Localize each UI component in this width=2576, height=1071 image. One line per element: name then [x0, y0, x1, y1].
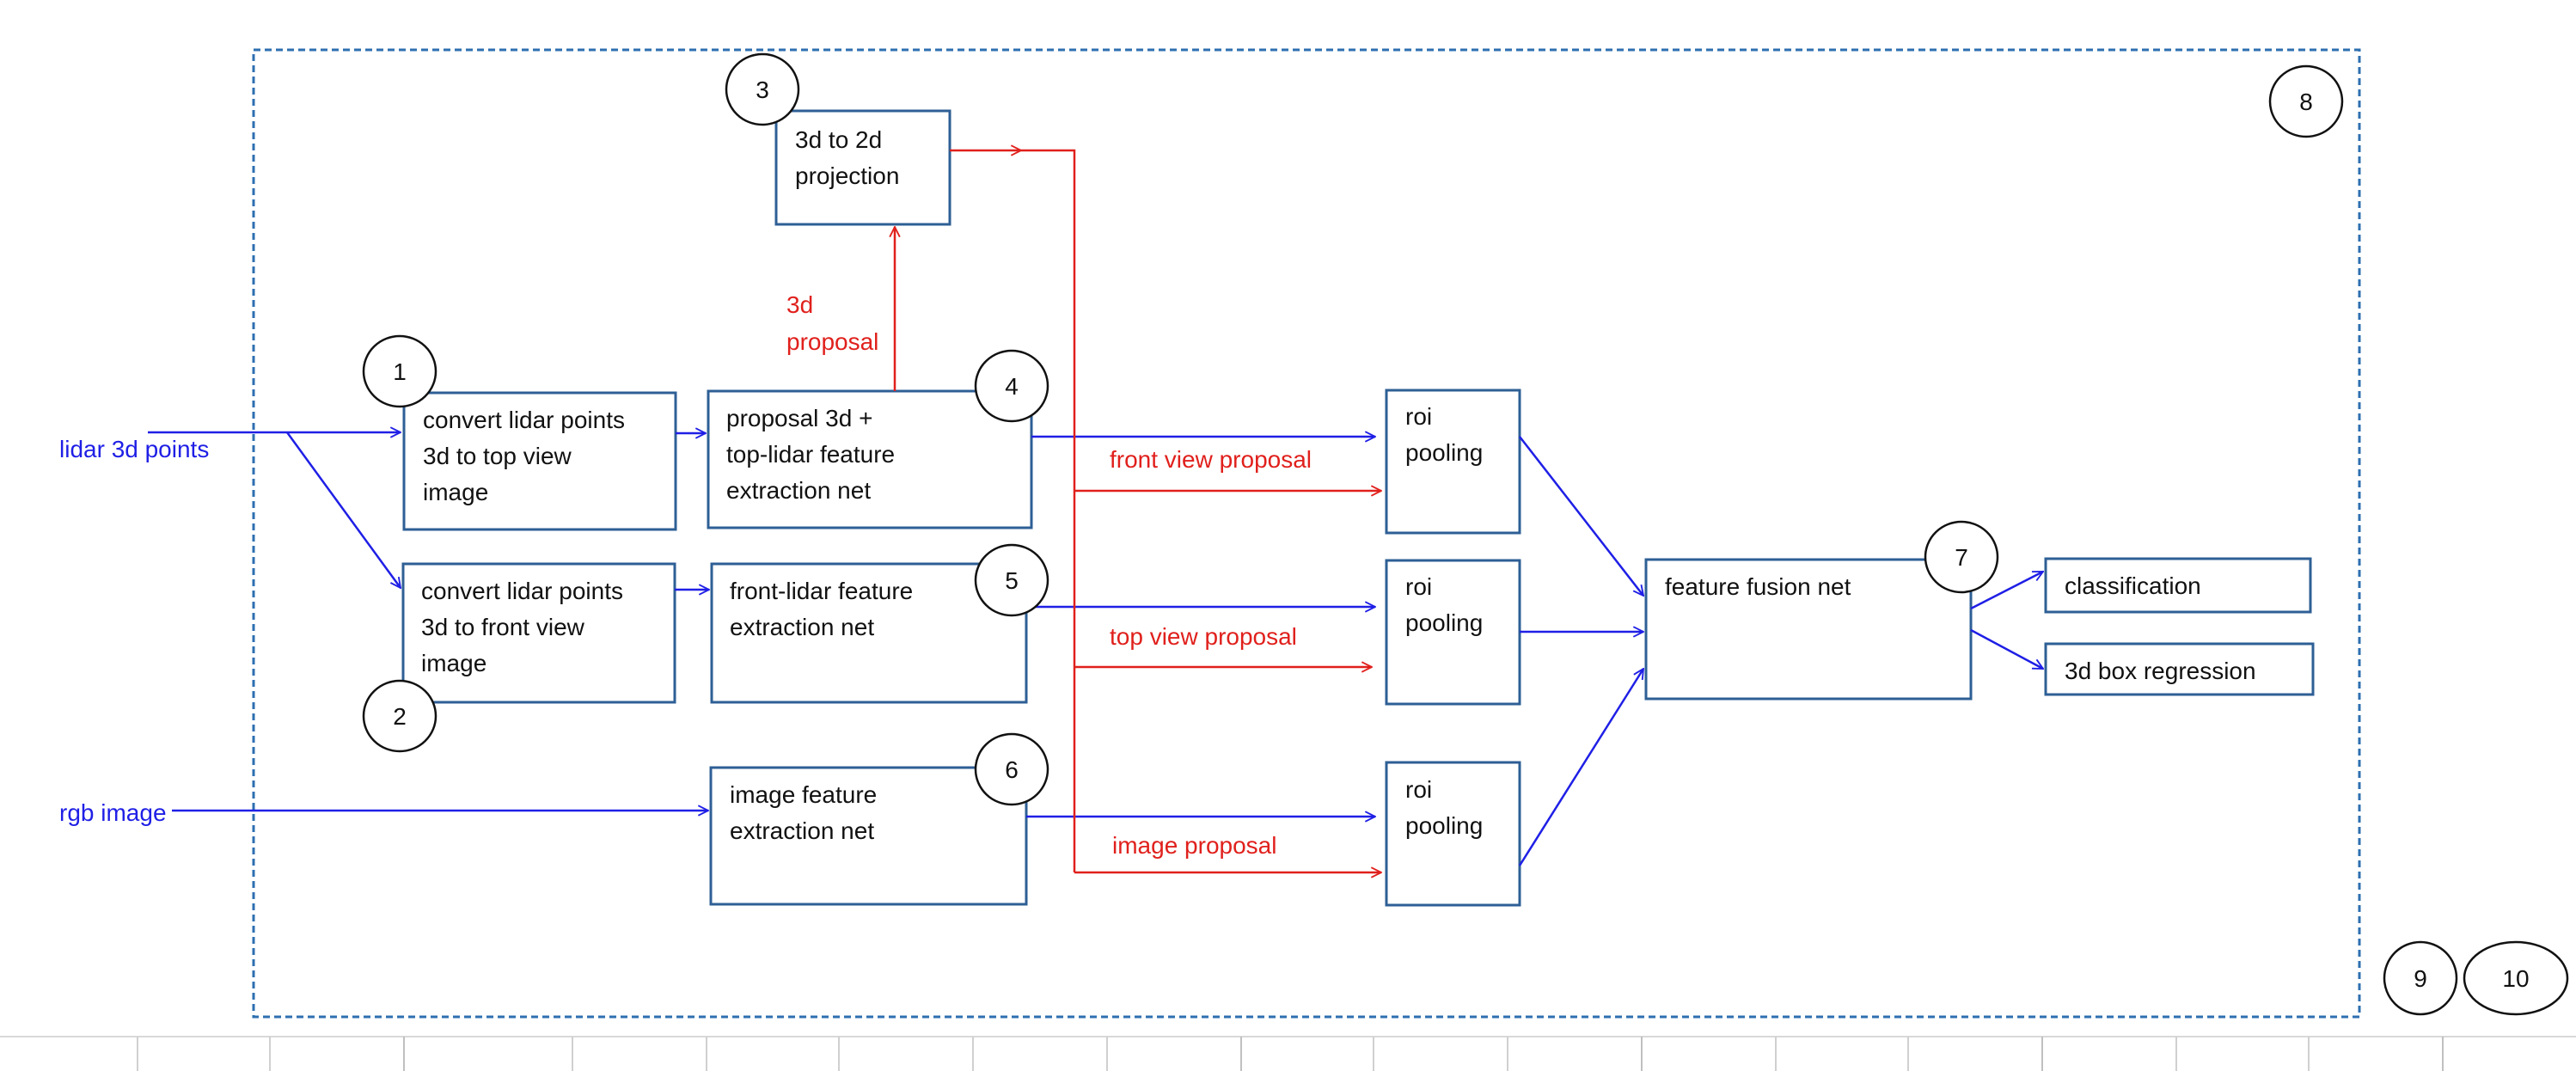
svg-text:proposal 3d + top-lidar: proposal 3d + top-lidar feature extracti…: [726, 405, 902, 504]
svg-text:convert lidar points 3d: convert lidar points 3d to front view im…: [421, 578, 630, 676]
box-top-view-line-1: convert lidar points: [423, 407, 625, 433]
projection-distribution-bus: [1021, 149, 1076, 872]
box-classification: classification: [2044, 557, 2312, 614]
box-fusion-line-1: feature fusion net: [1665, 573, 1851, 600]
arrow-lidar-to-front-view: [285, 431, 401, 588]
box-roi-pooling-1: roi pooling: [1385, 389, 1521, 535]
step-marker-6-number: 6: [1005, 756, 1019, 783]
proposal-3d-label: 3d proposal: [786, 291, 878, 355]
box-roi-pooling-3: roi pooling: [1385, 761, 1521, 907]
step-marker-5: 5: [974, 543, 1049, 617]
svg-text:roi pooling: roi pooling: [1405, 776, 1483, 839]
step-marker-7-number: 7: [1955, 544, 1968, 571]
step-marker-3: 3: [725, 52, 800, 126]
svg-text:3d box regression: 3d box regression: [2065, 658, 2256, 684]
box-roi3-line-2: pooling: [1405, 812, 1483, 839]
step-marker-4-number: 4: [1005, 373, 1019, 400]
step-marker-6: 6: [974, 732, 1049, 806]
box-roi1-line-2: pooling: [1405, 439, 1483, 466]
step-marker-2: 2: [362, 679, 437, 753]
input-rgb-label: rgb image: [59, 799, 167, 826]
proposal-3d-label-line-1: 3d: [786, 291, 813, 318]
box-proposal-line-1: proposal 3d +: [726, 405, 872, 431]
box-feature-fusion-net: feature fusion net: [1644, 558, 1973, 701]
blue-data-flows: [148, 432, 2043, 866]
step-marker-10-number: 10: [2502, 965, 2529, 992]
front-view-proposal-label: front view proposal: [1110, 446, 1312, 473]
proposal-3d-label-line-2: proposal: [786, 328, 878, 355]
svg-text:3d to 2d projection: 3d to 2d projection: [795, 126, 899, 189]
svg-text:roi pooling: roi pooling: [1405, 403, 1483, 466]
box-top-view-line-2: 3d to top view: [423, 443, 572, 469]
box-front-view-line-1: convert lidar points: [421, 578, 623, 604]
box-3d-box-regression: 3d box regression: [2044, 642, 2315, 696]
svg-text:classification: classification: [2065, 572, 2201, 599]
step-marker-2-number: 2: [393, 703, 407, 730]
step-marker-4: 4: [974, 349, 1049, 423]
step-marker-5-number: 5: [1005, 567, 1019, 594]
box-proposal-line-2: top-lidar feature: [726, 441, 895, 468]
top-view-proposal-label: top view proposal: [1110, 623, 1297, 650]
box-top-view-conversion: convert lidar points 3d to top view imag…: [402, 391, 677, 531]
arrow-fusion-to-regression: [1970, 628, 2043, 670]
box-classification-line-1: classification: [2065, 572, 2201, 599]
box-front-lidar-net: front-lidar feature extraction net: [710, 562, 1028, 704]
box-roi2-line-2: pooling: [1405, 609, 1483, 636]
box-proposal-net: proposal 3d + top-lidar feature extracti…: [707, 389, 1033, 529]
arrow-roi1-to-fusion: [1519, 436, 1643, 596]
image-proposal-label: image proposal: [1112, 832, 1276, 859]
box-front-lidar-line-1: front-lidar feature: [730, 578, 913, 604]
svg-text:front-lidar feature extr: front-lidar feature extraction net: [730, 578, 920, 640]
step-marker-8: 8: [2268, 64, 2344, 138]
box-roi2-line-1: roi: [1405, 573, 1432, 600]
arrow-fusion-to-classification: [1970, 570, 2043, 610]
box-roi-pooling-2: roi pooling: [1385, 559, 1521, 706]
box-roi3-line-1: roi: [1405, 776, 1432, 803]
red-proposal-flows: [895, 150, 1381, 872]
box-image-feature-line-2: extraction net: [730, 817, 874, 844]
box-proposal-line-3: extraction net: [726, 477, 871, 504]
box-projection-line-2: projection: [795, 162, 899, 189]
svg-text:image feature extraction: image feature extraction net: [730, 781, 884, 844]
box-front-view-conversion: convert lidar points 3d to front view im…: [401, 562, 676, 704]
box-top-view-line-3: image: [423, 479, 488, 505]
system-boundary-frame: [252, 48, 2361, 1019]
step-marker-1-number: 1: [393, 358, 407, 385]
step-marker-10: 10: [2463, 940, 2569, 1016]
step-marker-9-number: 9: [2414, 965, 2427, 992]
step-marker-3-number: 3: [756, 76, 769, 103]
svg-text:convert lidar points 3d: convert lidar points 3d to top view imag…: [423, 407, 632, 505]
box-projection: 3d to 2d projection: [774, 109, 951, 226]
box-front-view-line-2: 3d to front view: [421, 614, 585, 640]
step-marker-9: 9: [2383, 940, 2458, 1016]
svg-text:feature fusion net: feature fusion net: [1665, 573, 1851, 600]
step-marker-7: 7: [1924, 520, 1999, 594]
box-front-view-line-3: image: [421, 650, 486, 676]
box-front-lidar-line-2: extraction net: [730, 614, 874, 640]
arrow-roi3-to-fusion: [1518, 669, 1643, 866]
step-marker-8-number: 8: [2299, 89, 2313, 115]
box-roi1-line-1: roi: [1405, 403, 1432, 430]
bottom-ruler: [0, 1036, 2576, 1071]
box-image-feature-line-1: image feature: [730, 781, 877, 808]
svg-text:roi pooling: roi pooling: [1405, 573, 1483, 636]
step-marker-1: 1: [362, 334, 437, 408]
input-lidar-label: lidar 3d points: [59, 436, 209, 462]
box-regression-line-1: 3d box regression: [2065, 658, 2256, 684]
box-image-feature-net: image feature extraction net: [709, 766, 1028, 906]
box-projection-line-1: 3d to 2d: [795, 126, 882, 153]
